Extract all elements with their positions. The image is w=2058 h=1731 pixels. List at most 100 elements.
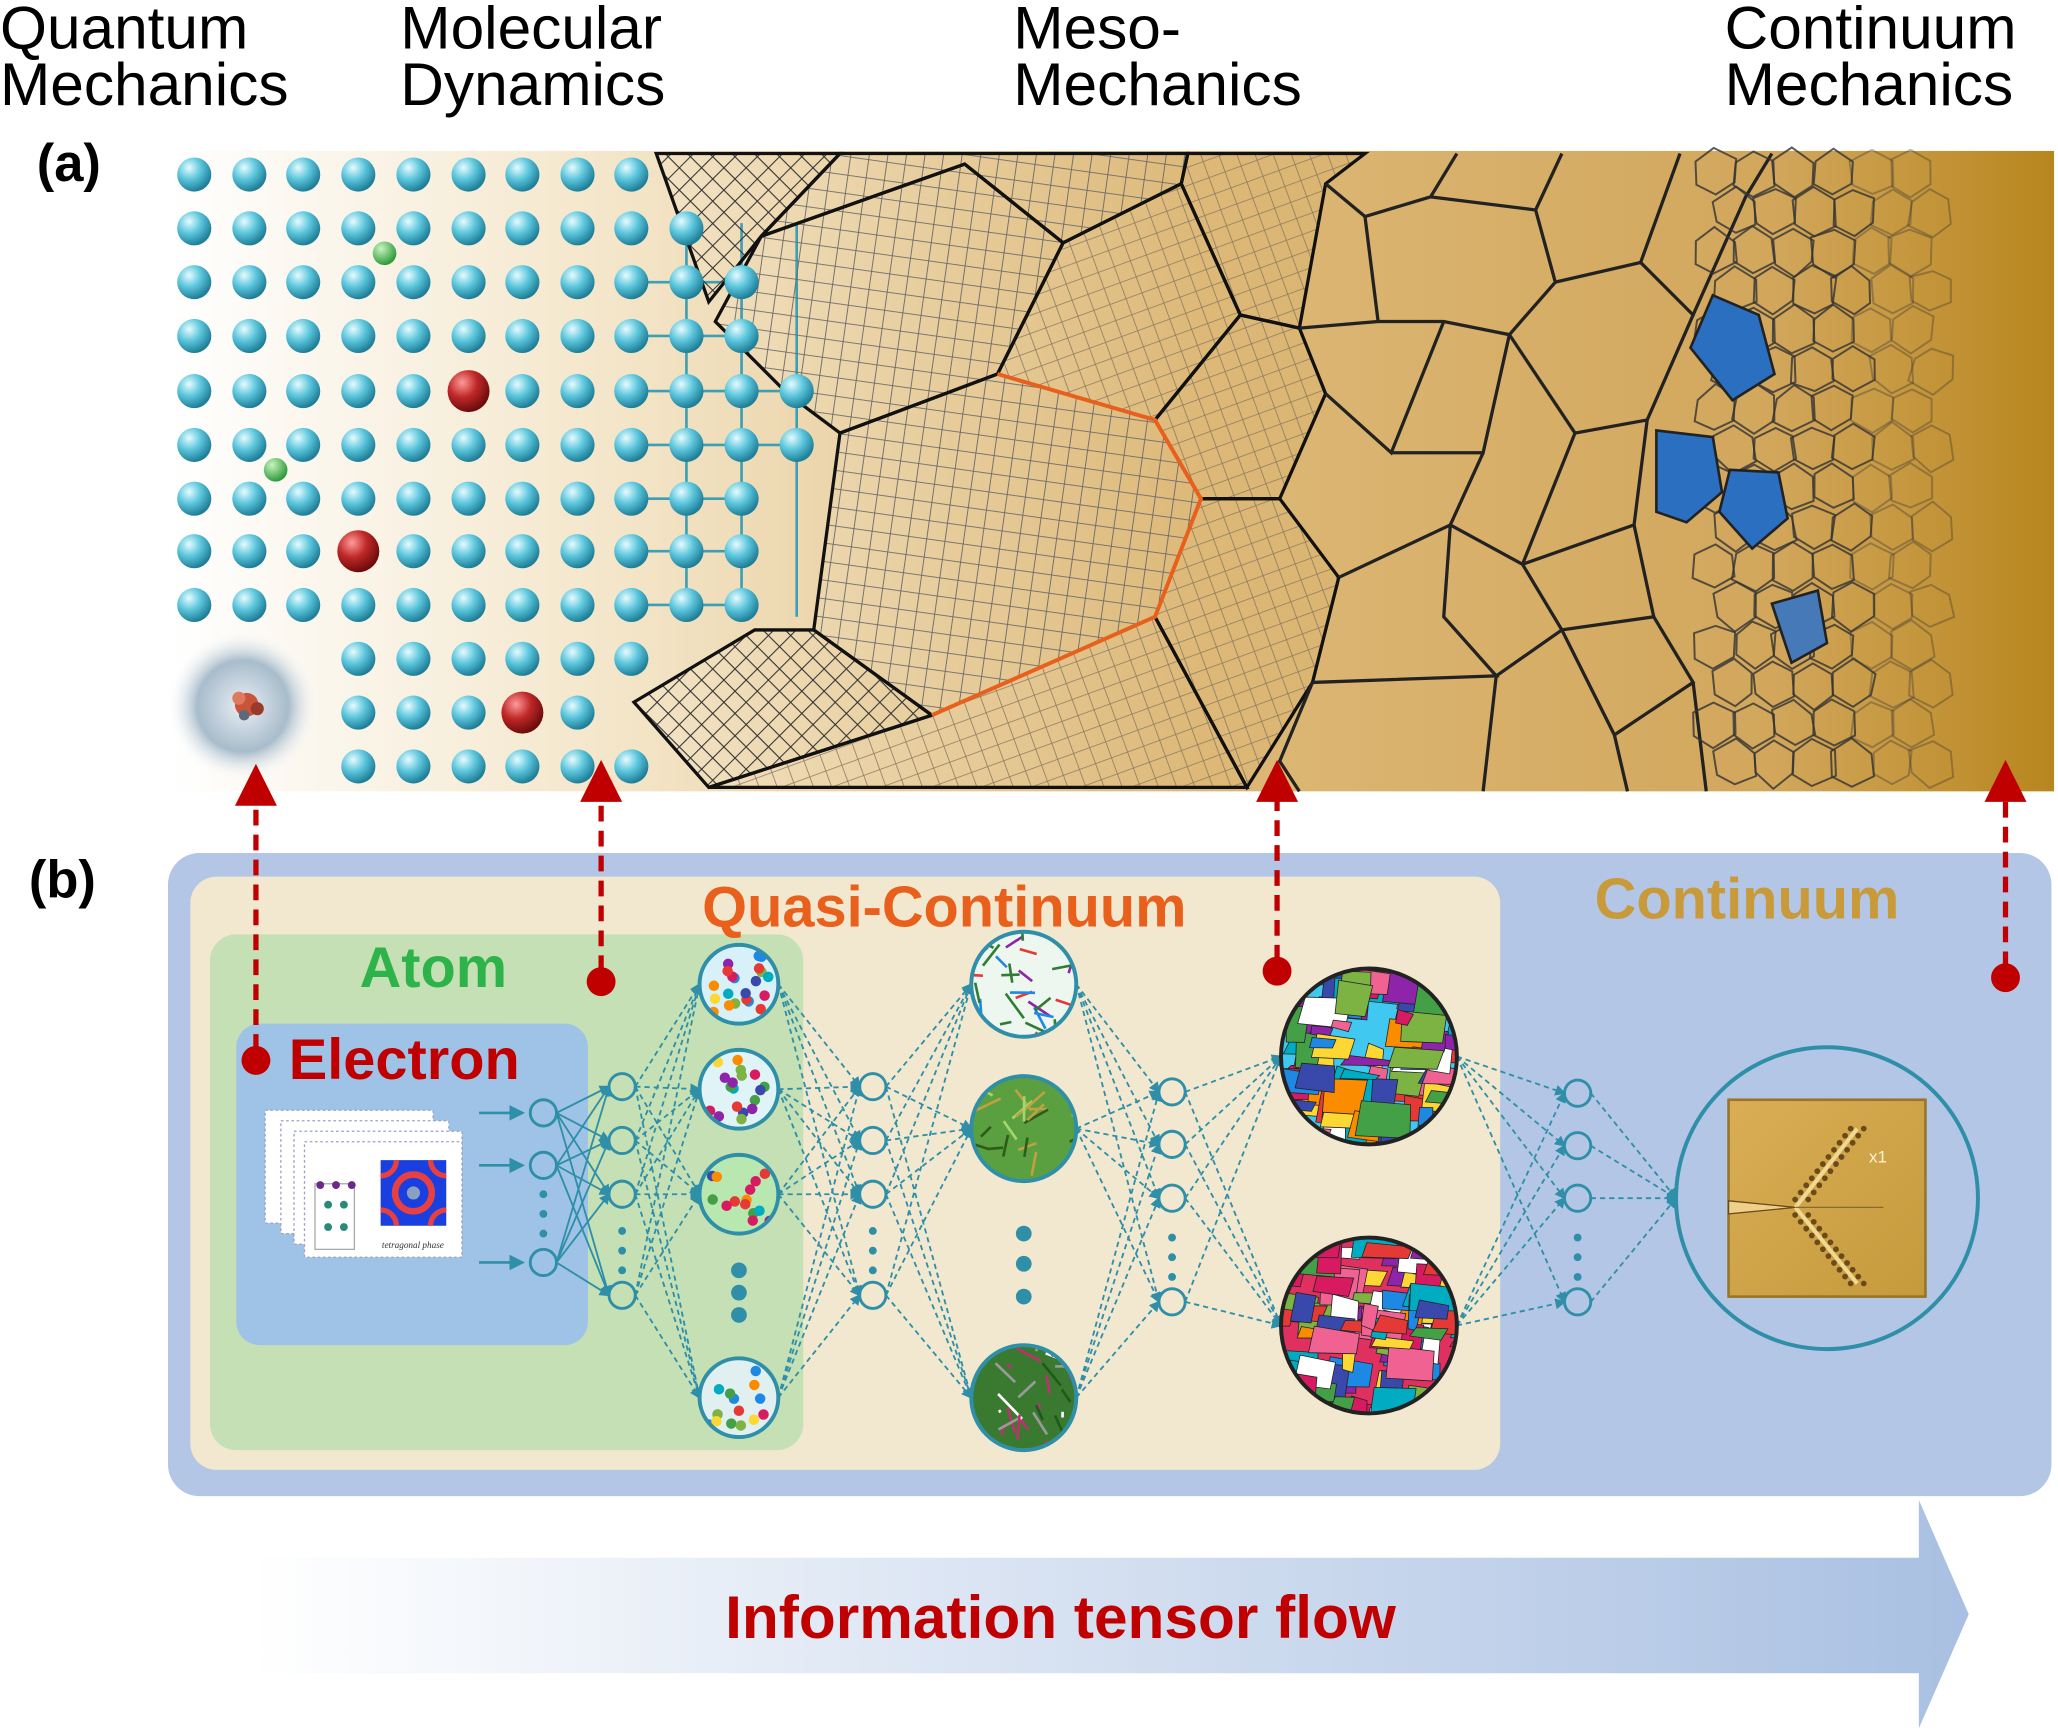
network-node bbox=[1563, 1131, 1593, 1161]
texture-streak bbox=[1016, 1414, 1021, 1440]
atom bbox=[451, 157, 486, 192]
dislocation-dot bbox=[1825, 1154, 1832, 1160]
texture-streak bbox=[997, 1393, 1023, 1420]
atom-dot bbox=[735, 1064, 747, 1076]
network-connections bbox=[555, 982, 1678, 1400]
fine-grain bbox=[1711, 657, 1753, 708]
impurity-atom bbox=[447, 370, 490, 413]
atom bbox=[451, 587, 486, 623]
atom bbox=[505, 318, 540, 354]
atom-dot bbox=[732, 1054, 743, 1066]
header-line: Quantum bbox=[0, 0, 248, 62]
texture-streak bbox=[1008, 963, 1014, 983]
network-edge bbox=[885, 1193, 973, 1400]
ellipsis-dot bbox=[1168, 1272, 1176, 1281]
dislocation-dot bbox=[1842, 1273, 1848, 1280]
network-edge bbox=[777, 1138, 863, 1398]
network-node bbox=[858, 1280, 888, 1310]
network-edge bbox=[1075, 1090, 1162, 1398]
network-edge bbox=[1184, 1054, 1283, 1303]
atom bbox=[505, 749, 540, 784]
header-line: Mechanics bbox=[0, 50, 289, 118]
fine-grain bbox=[1848, 148, 1895, 196]
atom bbox=[669, 265, 704, 300]
atom-lattice bbox=[177, 157, 814, 784]
network-edge bbox=[555, 1084, 612, 1263]
texture-streak bbox=[1060, 1388, 1072, 1403]
atom bbox=[560, 318, 595, 354]
atom bbox=[614, 481, 649, 516]
fine-grain bbox=[1849, 620, 1894, 670]
dislocation-dot bbox=[1810, 1189, 1817, 1196]
interstitial-atom bbox=[263, 458, 288, 482]
dislocation-dot bbox=[1816, 1182, 1823, 1189]
atom bbox=[505, 534, 540, 569]
fine-grain bbox=[1694, 146, 1738, 196]
fine-grain bbox=[1871, 420, 1916, 471]
panel-a-multiscale-illustration bbox=[166, 146, 2055, 793]
network-edge bbox=[885, 1294, 973, 1400]
atom-dot bbox=[763, 971, 774, 983]
network-edge bbox=[634, 1088, 702, 1142]
fine-grain bbox=[1872, 582, 1914, 631]
axis-label-x1: x1 bbox=[1869, 1148, 1887, 1167]
atom bbox=[286, 427, 321, 462]
network-edge bbox=[1075, 983, 1161, 1200]
header-line: Dynamics bbox=[400, 50, 665, 118]
atom-dot bbox=[708, 980, 720, 992]
atom-dot bbox=[753, 963, 765, 974]
atom-dot bbox=[744, 1184, 756, 1195]
atom-dot bbox=[754, 1393, 766, 1404]
ellipsis-dot bbox=[1015, 1288, 1032, 1305]
atom-dot bbox=[719, 1072, 731, 1084]
fine-grain bbox=[1812, 147, 1854, 196]
atom-dot bbox=[758, 1409, 769, 1420]
dislocation-dot bbox=[1855, 1273, 1862, 1280]
dislocation-dot bbox=[1833, 1246, 1839, 1253]
crystal-grain bbox=[1414, 1299, 1450, 1320]
atom bbox=[177, 265, 212, 300]
network-edge bbox=[634, 982, 701, 1088]
crystal-grain bbox=[1400, 1010, 1448, 1044]
texture-streak bbox=[1036, 1403, 1042, 1410]
fine-grain bbox=[1851, 226, 1893, 276]
dislocation-dot bbox=[1805, 1212, 1812, 1218]
atom bbox=[341, 695, 376, 730]
network-edge bbox=[555, 1138, 611, 1263]
ellipsis-dot bbox=[539, 1190, 548, 1199]
texture-streak bbox=[1055, 998, 1077, 1010]
fine-grain bbox=[1868, 660, 1915, 709]
fine-grain bbox=[1792, 662, 1835, 712]
atom bbox=[669, 318, 704, 354]
atom bbox=[560, 587, 595, 623]
ellipsis-dot bbox=[731, 1307, 747, 1323]
fine-grain bbox=[1907, 740, 1955, 790]
dislocation-dot bbox=[1836, 1139, 1843, 1146]
atom-structure-images bbox=[699, 944, 779, 1438]
texture-streak bbox=[973, 982, 981, 1004]
dft-images-stack: tetragonal phase bbox=[264, 1109, 463, 1258]
network-node bbox=[1563, 1287, 1593, 1317]
mesh-grains bbox=[631, 151, 1370, 791]
atom bbox=[177, 211, 212, 246]
atom bbox=[614, 157, 649, 192]
texture-streak bbox=[997, 1409, 1002, 1414]
highlighted-grain-boundary bbox=[931, 372, 1204, 718]
fine-grain bbox=[1849, 387, 1895, 435]
fine-grain bbox=[1906, 187, 1952, 239]
network-edge bbox=[1184, 1143, 1282, 1328]
atom-dot bbox=[731, 1101, 743, 1112]
network-node bbox=[607, 1072, 637, 1102]
network-edge bbox=[634, 1193, 703, 1400]
network-edge bbox=[777, 1085, 861, 1195]
dislocation-dot bbox=[1825, 1253, 1832, 1259]
network-edge bbox=[555, 1165, 611, 1298]
dislocation-dot bbox=[1819, 1161, 1826, 1167]
ellipsis-dot bbox=[1015, 1255, 1032, 1272]
atom bbox=[505, 211, 540, 246]
atom bbox=[505, 481, 540, 516]
ellipsis-dot bbox=[868, 1266, 877, 1275]
fine-grain bbox=[1870, 263, 1915, 315]
fine-grain bbox=[1908, 270, 1952, 312]
dislocation-dot bbox=[1808, 1175, 1815, 1182]
